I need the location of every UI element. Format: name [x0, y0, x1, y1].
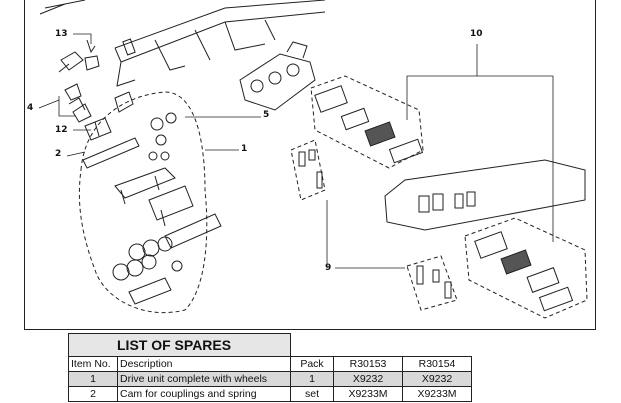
header-description: Description: [117, 356, 291, 372]
header-r30154: R30154: [402, 356, 472, 372]
locomotive-body: [384, 159, 586, 231]
callout-12: 12: [55, 125, 68, 135]
spares-table: LIST OF SPARES Item No. Description Pack…: [68, 333, 472, 402]
spares-title-row: LIST OF SPARES: [68, 333, 472, 357]
header-r30153: R30153: [333, 356, 403, 372]
exploded-parts-diagram: 13 4 12 2 5 1 10 9: [24, 0, 596, 330]
cell-r30154: X9232: [402, 371, 472, 387]
spares-title: LIST OF SPARES: [68, 333, 291, 357]
small-parts: [58, 39, 134, 141]
table-row: 1 Drive unit complete with wheels 1 X923…: [68, 371, 472, 387]
parts-drawing: [38, 0, 588, 319]
cell-item-no: 2: [68, 386, 118, 402]
cell-description: Drive unit complete with wheels: [117, 371, 291, 387]
callout-10: 10: [470, 29, 483, 39]
spares-header-row: Item No. Description Pack R30153 R30154: [68, 356, 472, 372]
drive-unit-parts: [82, 112, 222, 305]
drive-unit-outline: [78, 91, 208, 314]
glazing-set-upper: [310, 75, 424, 169]
cell-description: Cam for couplings and spring: [117, 386, 291, 402]
callout-4: 4: [27, 103, 34, 113]
cell-pack: set: [290, 386, 334, 402]
chassis-frame: [39, 0, 326, 87]
title-spacer: [290, 333, 472, 357]
header-item-no: Item No.: [68, 356, 118, 372]
cell-item-no: 1: [68, 371, 118, 387]
glazing-set-lower: [464, 217, 588, 319]
cell-r30153: X9233M: [333, 386, 403, 402]
callout-9: 9: [325, 263, 332, 273]
cell-r30153: X9232: [333, 371, 403, 387]
lamp-set: [290, 139, 458, 311]
cell-r30154: X9233M: [402, 386, 472, 402]
header-pack: Pack: [290, 356, 334, 372]
bogie-assembly: [239, 41, 316, 111]
callout-2: 2: [55, 149, 62, 159]
leader-lines: [38, 33, 554, 269]
table-row: 2 Cam for couplings and spring set X9233…: [68, 386, 472, 402]
callout-1: 1: [241, 144, 248, 154]
cell-pack: 1: [290, 371, 334, 387]
callout-5: 5: [263, 110, 270, 120]
callout-13: 13: [55, 29, 68, 39]
